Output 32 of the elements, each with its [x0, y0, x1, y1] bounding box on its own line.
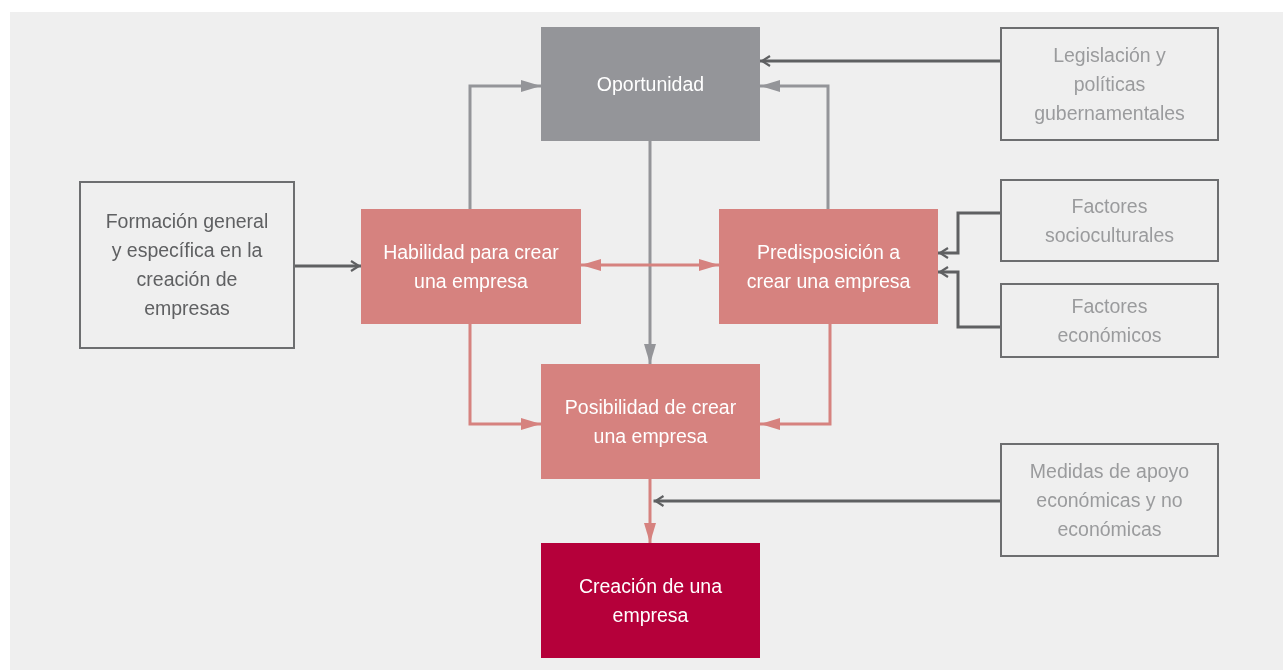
- arrow: [644, 141, 656, 364]
- node-label: Medidas de apoyo económicas y no económicas: [1028, 458, 1191, 542]
- arrow: [581, 259, 719, 271]
- factor-box: [1000, 179, 1219, 262]
- node-label: Habilidad para crear una empresa: [383, 239, 559, 294]
- arrow: [938, 265, 1000, 329]
- result-box: [541, 543, 760, 658]
- process-box: [541, 27, 760, 141]
- factor-box: [79, 181, 295, 349]
- process-box: [719, 209, 938, 324]
- node-label: Legislación y políticas gubernamentales: [1033, 42, 1186, 126]
- node-label: Creación de una empresa: [577, 573, 724, 628]
- arrow: [760, 80, 830, 209]
- process-box: [541, 364, 760, 479]
- node-label: Formación general y específica en la creación de empresas: [104, 209, 270, 321]
- factor-box: [1000, 27, 1219, 141]
- arrow: [760, 324, 832, 430]
- factor-box: [1000, 443, 1219, 557]
- process-box: [361, 209, 581, 324]
- arrow: [760, 54, 1000, 68]
- node-label: Factores económicos: [1056, 293, 1163, 348]
- node-label: Oportunidad: [596, 71, 705, 97]
- factor-box: [1000, 283, 1219, 358]
- arrow: [644, 479, 656, 543]
- arrow: [468, 80, 541, 209]
- node-label: Factores socioculturales: [1044, 193, 1175, 248]
- arrow: [468, 324, 541, 430]
- arrow: [653, 494, 1000, 508]
- node-label: Posibilidad de crear una empresa: [563, 394, 738, 449]
- arrow: [938, 211, 1000, 260]
- arrow: [295, 259, 361, 273]
- node-label: Predisposición a crear una empresa: [745, 239, 912, 294]
